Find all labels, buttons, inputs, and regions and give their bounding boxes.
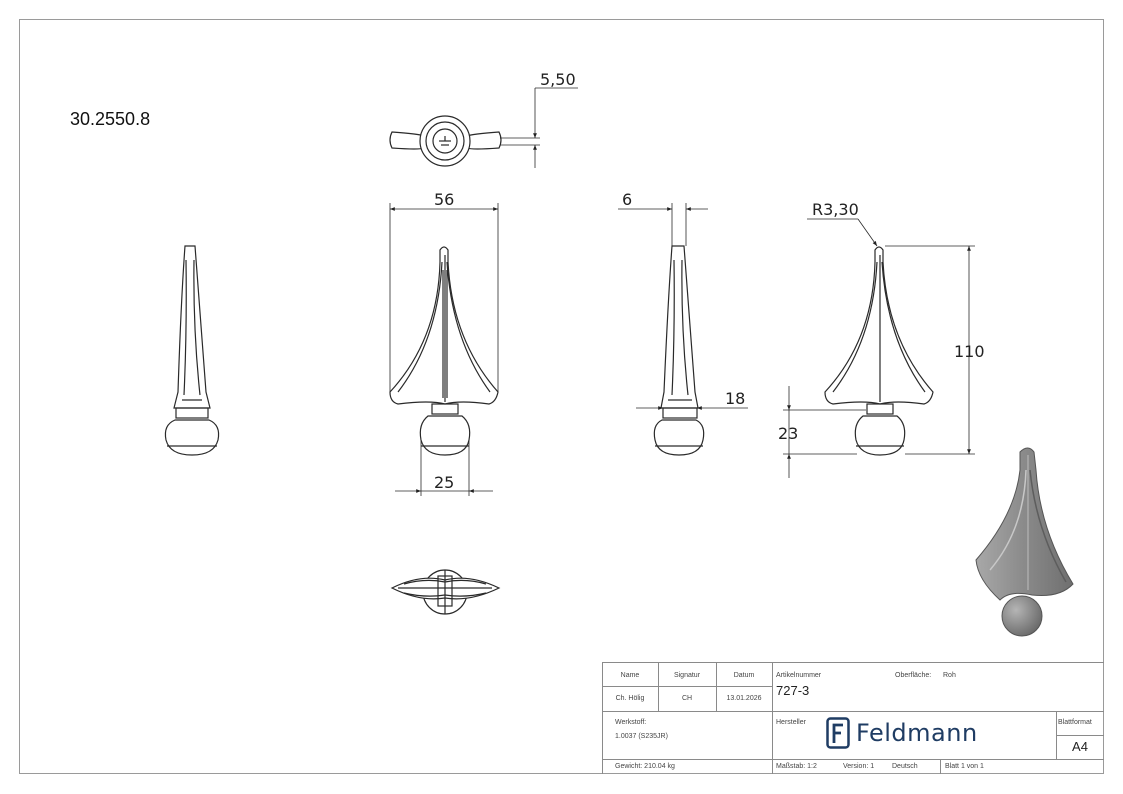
drawing-date: 13.01.2026 (726, 695, 762, 702)
artikelnummer-label: Artikelnummer (776, 672, 822, 679)
dim-ball-width: 25 (434, 473, 455, 492)
artikelnummer-value: 727-3 (776, 683, 810, 698)
dim-ball-height: 23 (778, 424, 799, 443)
front-view-dimensioned (783, 218, 975, 478)
dim-height: 110 (954, 342, 985, 361)
werkstoff-value: 1.0037 (S235JR) (615, 733, 668, 740)
drafter-signature: CH (681, 695, 693, 702)
header-signatur: Signatur (673, 672, 701, 679)
header-datum: Datum (733, 672, 755, 679)
feldmann-logo: Feldmann (826, 717, 978, 749)
sprache: Deutsch (892, 763, 918, 770)
bottom-view (390, 569, 501, 615)
hersteller-label: Hersteller (776, 719, 806, 726)
gewicht: Gewicht: 210.04 kg (615, 763, 675, 770)
werkstoff-label: Werkstoff: (615, 719, 647, 726)
dim-thickness: 6 (622, 190, 633, 209)
feldmann-logo-icon (826, 717, 850, 749)
dim-neck: 18 (725, 389, 746, 408)
side-view-left (164, 245, 220, 456)
header-name: Name (620, 672, 640, 679)
top-view (389, 87, 578, 168)
title-block: Name Signatur Datum Ch. Hölig CH 13.01.2… (602, 662, 1104, 774)
part-number: 30.2550.8 (70, 109, 151, 129)
oberflaeche-label: Oberfläche: (895, 672, 932, 679)
blatt: Blatt 1 von 1 (945, 763, 984, 770)
massstab: Maßstab: 1:2 (776, 763, 817, 770)
oberflaeche-value: Roh (943, 672, 956, 679)
side-view-right (618, 203, 748, 456)
version: Version: 1 (843, 763, 875, 770)
dim-top-thickness: 5,50 (540, 70, 576, 89)
logo-text: Feldmann (856, 719, 978, 747)
blattformat-value: A4 (1072, 739, 1088, 754)
blattformat-label: Blattformat (1058, 719, 1092, 726)
part-3d-render (975, 447, 1074, 637)
drawing-frame (19, 19, 1104, 774)
drafter-name: Ch. Hölig (615, 695, 645, 702)
dim-width: 56 (434, 190, 455, 209)
dim-radius: R3,30 (812, 200, 859, 219)
front-view (389, 203, 499, 496)
